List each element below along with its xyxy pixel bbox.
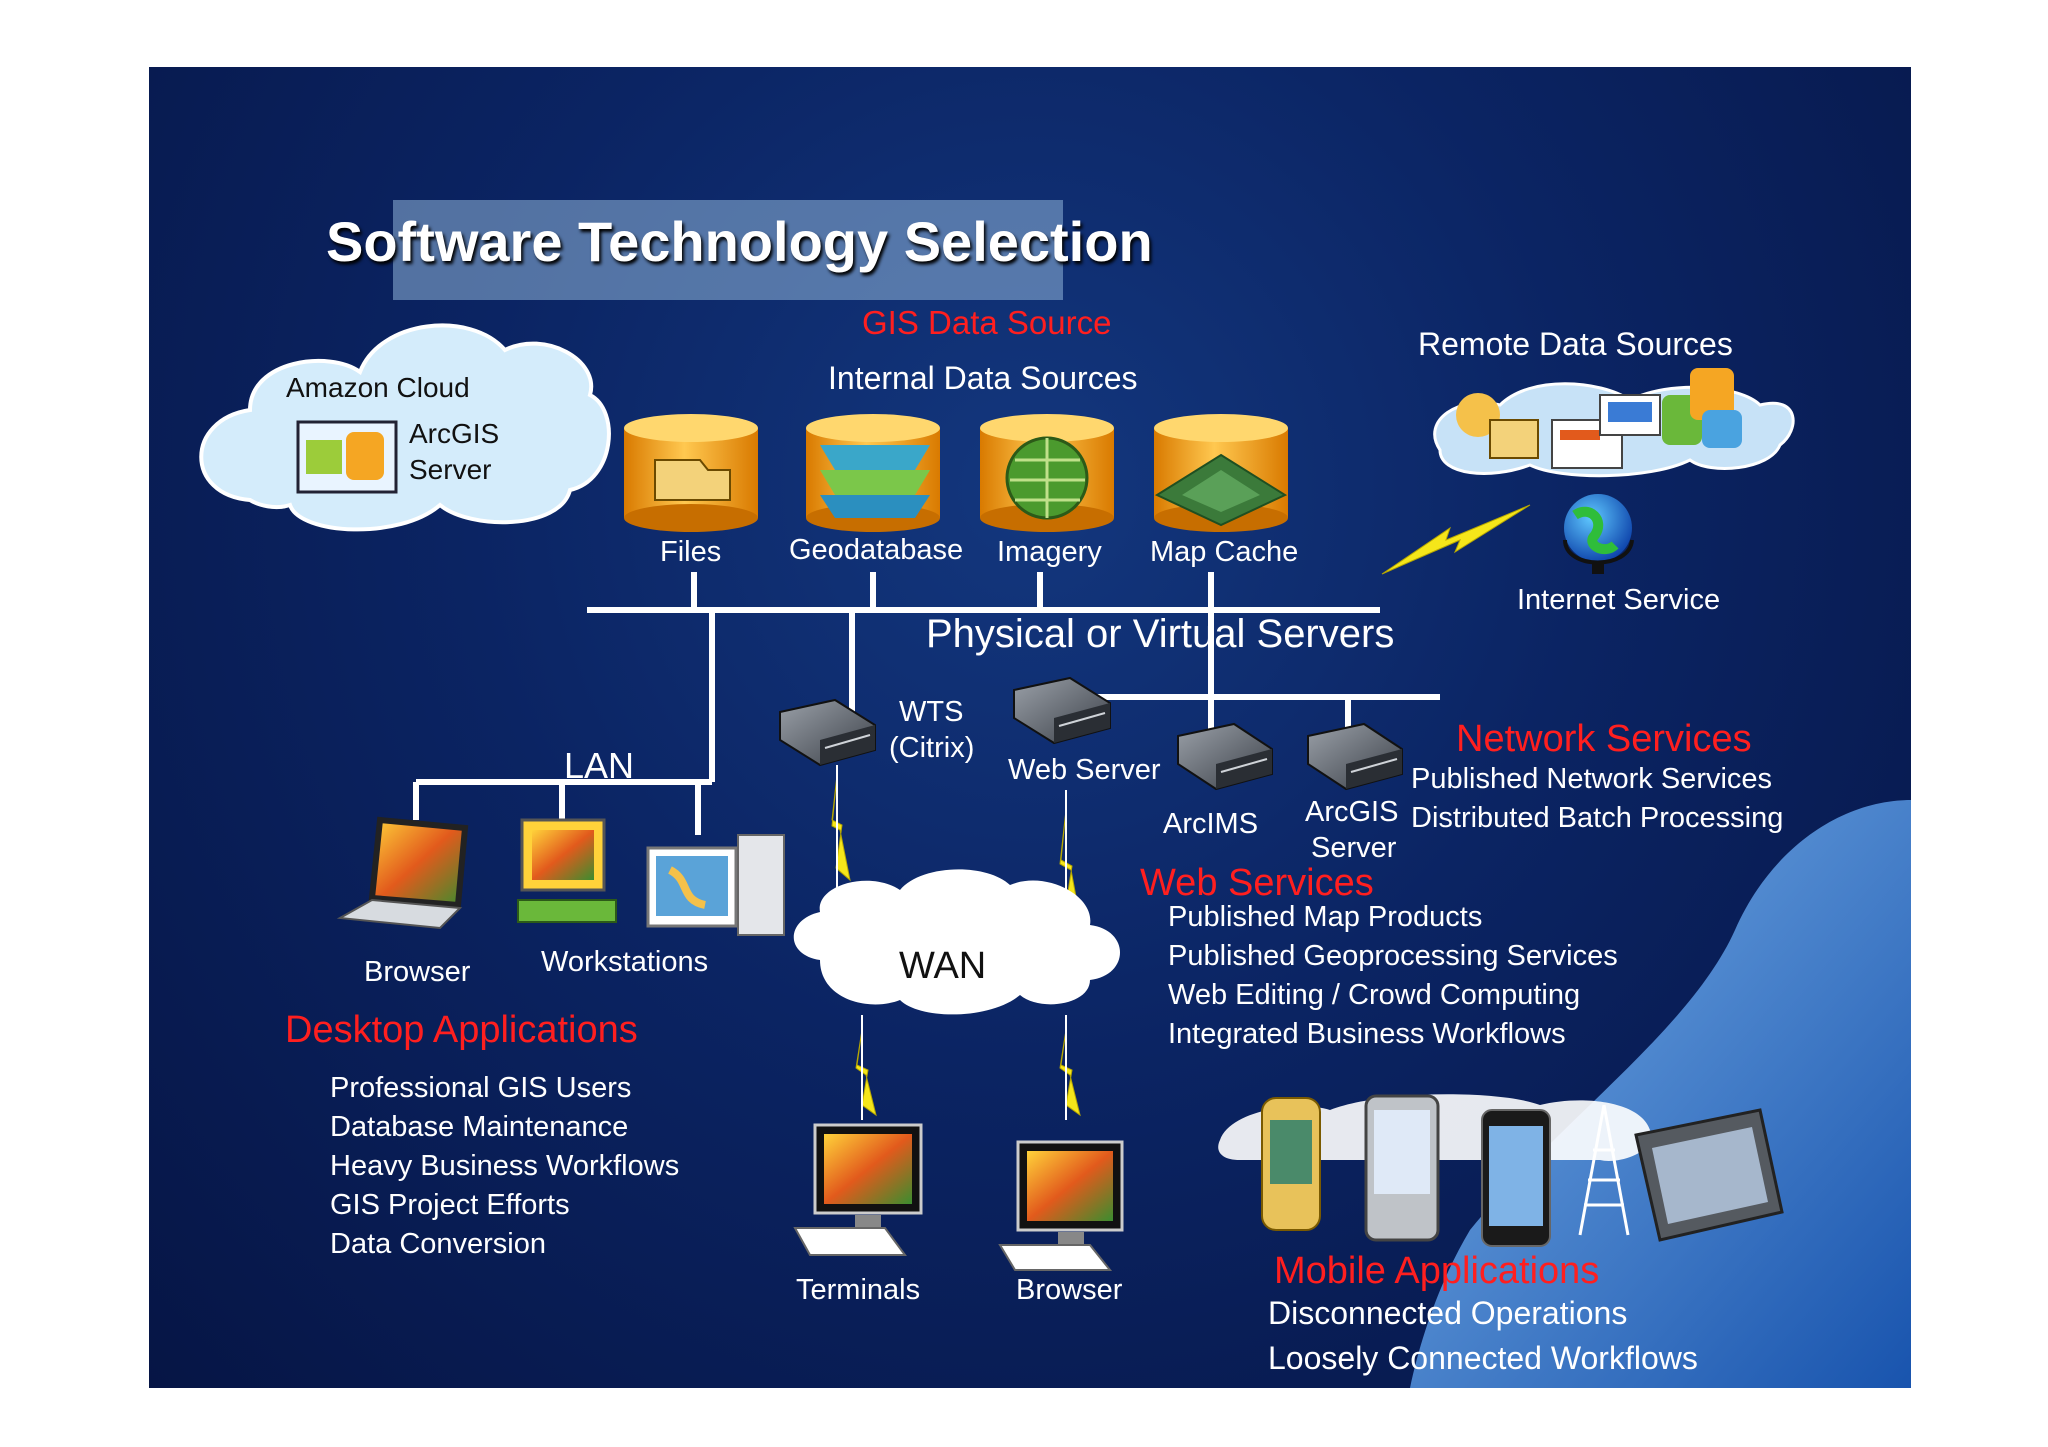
network-item-1: Published Network Services [1411,763,1773,795]
imagery-label: Imagery [997,536,1102,568]
desktop-pc-graphic [646,834,785,936]
browser-remote-label: Browser [1016,1274,1123,1306]
terminals-label: Terminals [796,1274,921,1306]
web-item-3: Web Editing / Crowd Computing [1168,979,1581,1011]
web-item-1: Published Map Products [1168,901,1483,933]
web-server-label: Web Server [1008,754,1161,786]
arcims-server-box [1177,722,1273,791]
laptop-graphic [336,816,469,930]
wan-label: WAN [899,945,987,987]
desktop-item-5: Data Conversion [330,1228,546,1260]
browser-desktop-label: Browser [364,956,471,988]
gps-device-graphic [1261,1097,1321,1231]
tablet-graphic [1634,1108,1784,1242]
map-cache-cylinder [1154,414,1288,532]
desktop-item-2: Database Maintenance [330,1111,629,1143]
physical-servers-label: Physical or Virtual Servers [926,612,1395,656]
network-item-2: Distributed Batch Processing [1411,802,1784,834]
wan-cloud-shape [793,869,1120,1015]
workstation-graphic [517,818,617,923]
page-title: Software Technology Selection [326,210,1153,273]
title-bar [393,200,1063,300]
amazon-cloud-label: Amazon Cloud [286,372,470,403]
arcgis-server-label-line2: Server [409,454,492,485]
wts-label-line1: WTS [899,696,964,728]
mobile-applications-heading: Mobile Applications [1274,1250,1600,1292]
remote-data-sources-label: Remote Data Sources [1418,326,1733,362]
arcgis-server-label-line1: ArcGIS [409,418,500,449]
desktop-item-4: GIS Project Efforts [330,1189,570,1221]
amazon-cloud-shape [199,323,611,532]
smartphone-graphic [1481,1109,1551,1247]
wts-label-line2: (Citrix) [889,732,975,764]
desktop-item-3: Heavy Business Workflows [330,1150,680,1182]
lan-label: LAN [564,745,635,786]
arcgis-server-server-box [1307,722,1403,791]
terminal-monitor [793,1123,923,1256]
desktop-applications-heading: Desktop Applications [285,1009,638,1051]
pda-graphic [1364,1094,1440,1242]
arcims-label: ArcIMS [1163,808,1259,840]
workstations-label: Workstations [541,946,709,978]
lightning-bolts [831,504,1531,1117]
browser-monitor [998,1140,1124,1271]
mobile-item-1: Disconnected Operations [1268,1295,1628,1331]
arcgis-server-line1: ArcGIS [1305,796,1399,828]
connection-lines [413,572,1440,835]
web-server-box [1013,676,1111,745]
desktop-item-1: Professional GIS Users [330,1072,632,1104]
web-services-heading: Web Services [1140,862,1374,904]
internet-globe-graphic [1563,494,1634,574]
geodatabase-cylinder [806,414,940,532]
imagery-cylinder [980,414,1114,532]
radio-tower-graphic [1578,1104,1630,1236]
geodatabase-label: Geodatabase [789,534,964,566]
files-cylinder [624,414,758,532]
internal-data-sources-label: Internal Data Sources [828,360,1138,396]
web-item-4: Integrated Business Workflows [1168,1018,1566,1050]
mobile-item-2: Loosely Connected Workflows [1268,1340,1698,1376]
internet-service-label: Internet Service [1517,584,1721,616]
files-label: Files [660,536,722,568]
network-services-heading: Network Services [1456,718,1752,760]
gis-data-source-label: GIS Data Source [862,304,1112,341]
web-item-2: Published Geoprocessing Services [1168,940,1618,972]
arcgis-server-line2: Server [1311,832,1397,864]
map-cache-label: Map Cache [1150,536,1299,568]
wts-server [779,698,876,767]
